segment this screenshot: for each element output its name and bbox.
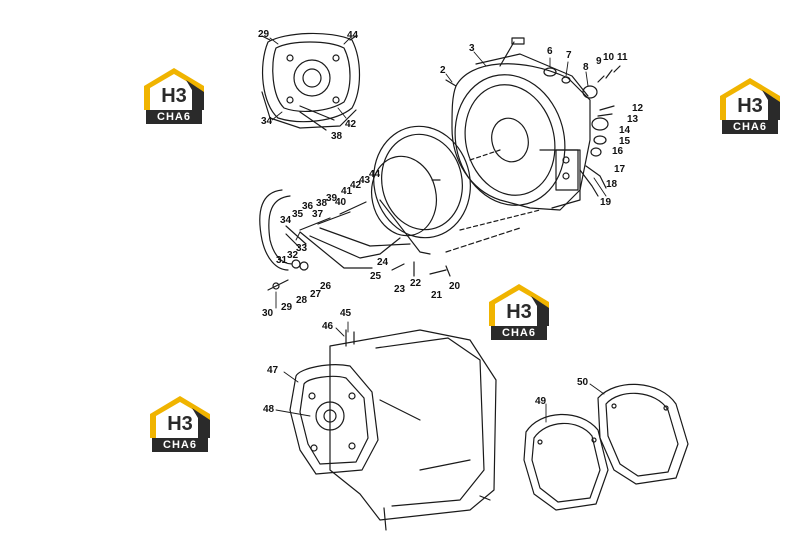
callout-29-inset: 29 (258, 29, 270, 40)
house-logo-icon (144, 68, 204, 110)
callout-29: 29 (281, 302, 293, 313)
callout-35: 35 (292, 209, 304, 220)
callout-3: 3 (469, 43, 475, 54)
logo-wordmark: CHA6 (152, 438, 208, 452)
callout-9: 9 (596, 56, 602, 67)
callout-38-inset: 38 (331, 131, 343, 142)
callout-25: 25 (370, 271, 382, 282)
logo-wordmark: CHA6 (146, 110, 202, 124)
callout-21: 21 (431, 290, 443, 301)
callout-12: 12 (632, 103, 644, 114)
callout-49: 49 (535, 396, 547, 407)
callout-33: 33 (296, 243, 308, 254)
tubes-fittings (259, 179, 521, 291)
brand-logo-watermark: H3 CHA6 (148, 394, 212, 456)
callout-44-inset: 44 (347, 30, 359, 41)
callout-39: 39 (326, 193, 338, 204)
house-logo-icon (489, 284, 549, 326)
logo-wordmark: CHA6 (491, 326, 547, 340)
logo-mark-text: H3 (167, 413, 193, 435)
house-logo-icon (720, 78, 780, 120)
callout-40: 40 (335, 197, 347, 208)
callout-6: 6 (547, 46, 553, 57)
callout-27: 27 (310, 289, 322, 300)
callout-46: 46 (322, 321, 334, 332)
callout-48: 48 (263, 404, 275, 415)
gaskets-49-50 (523, 383, 689, 511)
callout-15: 15 (619, 136, 631, 147)
callout-45: 45 (340, 308, 352, 319)
callout-34: 34 (280, 215, 292, 226)
callout-13: 13 (627, 114, 639, 125)
callout-11: 11 (617, 52, 628, 63)
callout-47: 47 (267, 365, 279, 376)
callout-36: 36 (302, 201, 314, 212)
small-parts-right (445, 65, 621, 197)
callout-14: 14 (619, 125, 631, 136)
callout-42: 42 (350, 180, 362, 191)
inset-housing (261, 32, 361, 131)
transmission-case (289, 329, 497, 531)
callout-2: 2 (440, 65, 446, 76)
callout-32: 32 (287, 250, 299, 261)
callout-34-inset: 34 (261, 116, 273, 127)
house-logo-icon (150, 396, 210, 438)
callout-26: 26 (320, 281, 332, 292)
callout-22: 22 (410, 278, 422, 289)
ring-gaskets (371, 125, 541, 239)
callout-8: 8 (583, 62, 589, 73)
callout-31: 31 (276, 255, 288, 266)
callout-17: 17 (614, 164, 626, 175)
callout-50: 50 (577, 377, 589, 388)
callout-18: 18 (606, 179, 618, 190)
leader-lines (269, 37, 607, 423)
logo-mark-text: H3 (737, 95, 763, 117)
callout-23: 23 (394, 284, 406, 295)
main-housing (451, 37, 591, 211)
callout-43: 43 (359, 175, 371, 186)
callout-19: 19 (600, 197, 612, 208)
callout-10: 10 (603, 52, 615, 63)
callout-24: 24 (377, 257, 389, 268)
callout-30: 30 (262, 308, 274, 319)
callout-41: 41 (341, 186, 353, 197)
brand-logo-watermark: H3 CHA6 (487, 282, 551, 344)
brand-logo-watermark: H3 CHA6 (718, 76, 782, 138)
logo-mark-text: H3 (161, 85, 187, 107)
callout-42-inset: 42 (345, 119, 357, 130)
logo-wordmark: CHA6 (722, 120, 778, 134)
callout-38: 38 (316, 198, 328, 209)
callout-37: 37 (312, 209, 324, 220)
callout-28: 28 (296, 295, 308, 306)
callout-20: 20 (449, 281, 461, 292)
logo-mark-text: H3 (506, 301, 532, 323)
brand-logo-watermark: H3 CHA6 (142, 66, 206, 128)
callout-44: 44 (369, 169, 381, 180)
callout-7: 7 (566, 50, 572, 61)
callout-16: 16 (612, 146, 624, 157)
